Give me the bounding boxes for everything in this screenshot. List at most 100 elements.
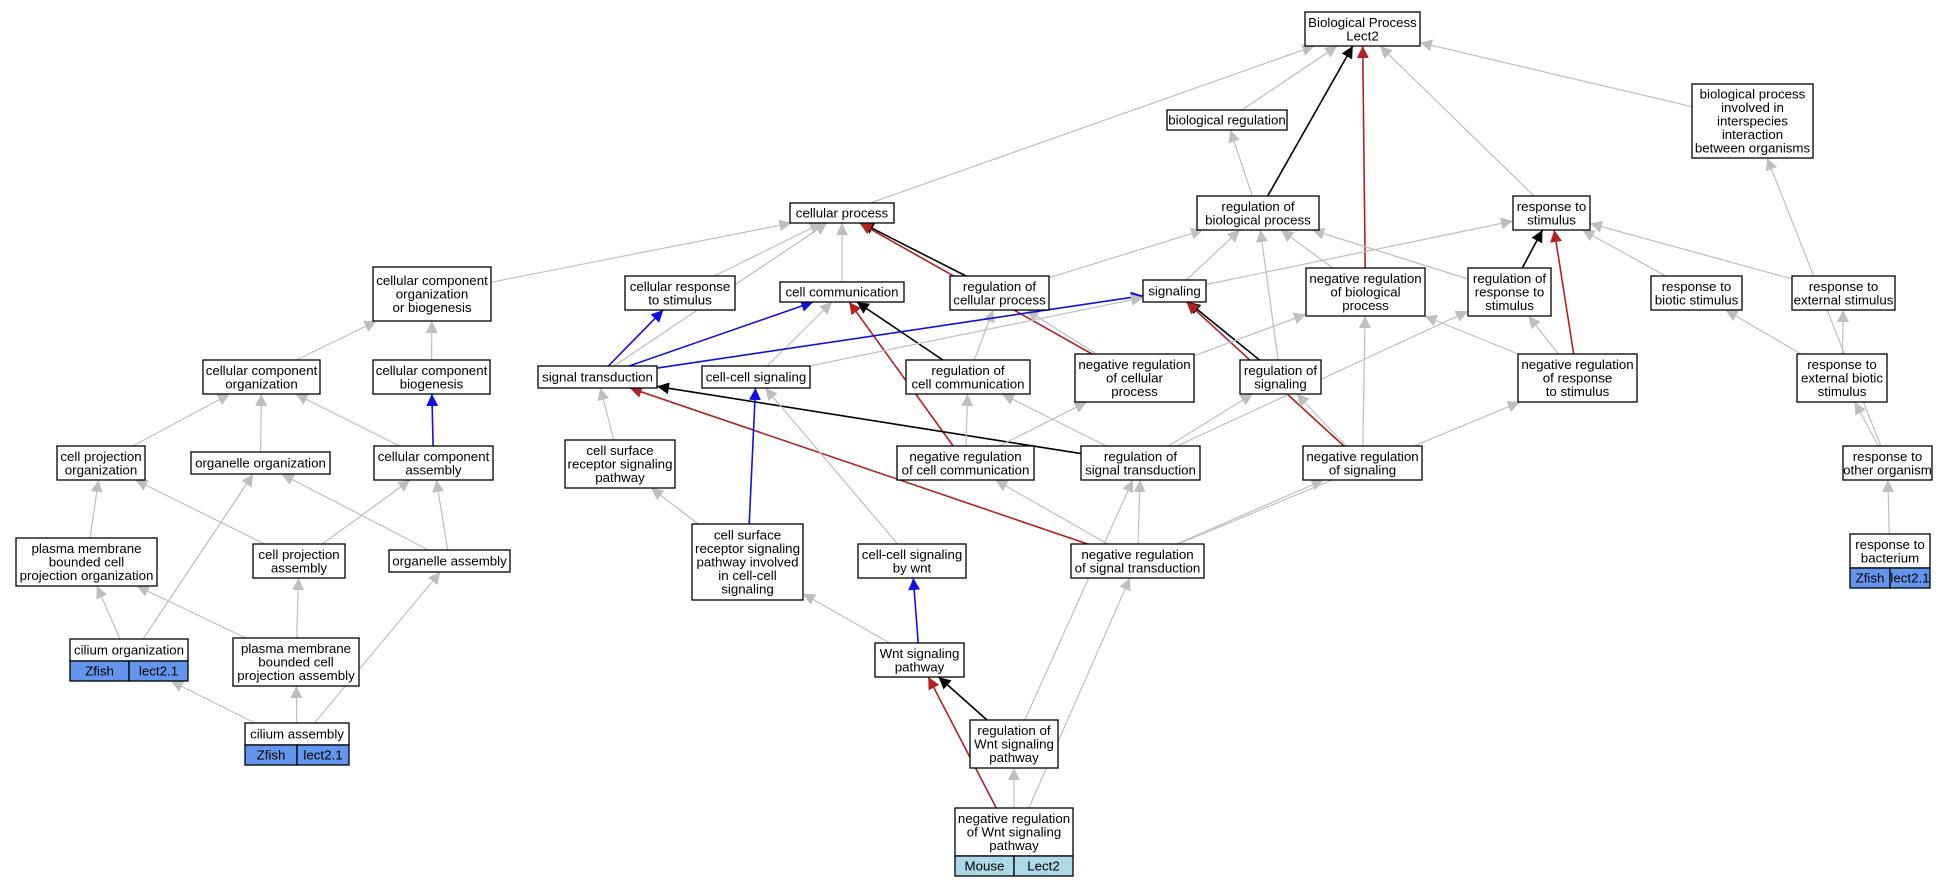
go-term-box: [1791, 275, 1896, 311]
go-term-box: [949, 275, 1050, 311]
go-term-label: of biological: [1330, 285, 1400, 300]
go-term-label: interaction: [1722, 127, 1783, 142]
go-term-label: cell surface: [714, 528, 781, 543]
relation-edge-black: [1521, 229, 1544, 269]
go-term-label: other organism: [1843, 462, 1932, 477]
go-term-label: receptor signaling: [568, 457, 673, 472]
go-term-label: plasma membrane: [241, 641, 351, 656]
go-term-label: bounded cell: [49, 555, 124, 570]
badge-label: Zfish: [1856, 571, 1885, 586]
go-term-label: response to: [1807, 357, 1876, 372]
go-term-node[interactable]: cell communication: [779, 281, 905, 303]
go-term-box: [779, 281, 905, 303]
go-term-box: [1517, 353, 1638, 403]
go-term-box: [1842, 445, 1933, 481]
relation-edge-gray: [973, 309, 995, 361]
go-term-box: [56, 445, 146, 481]
go-term-box: [624, 275, 736, 311]
badge-label: Mouse: [965, 859, 1005, 874]
go-term-label: by wnt: [893, 560, 932, 575]
go-term-node[interactable]: signaling: [1142, 279, 1207, 303]
go-term-node[interactable]: cell-cell signaling: [701, 365, 811, 389]
go-term-label: of Wnt signaling: [967, 825, 1062, 840]
relation-edge-blue: [426, 393, 439, 447]
go-term-box: [1166, 109, 1288, 131]
go-term-node[interactable]: cellular process: [789, 202, 895, 224]
badge-cell: [1013, 855, 1074, 877]
go-term-label: of response: [1543, 371, 1612, 386]
go-term-label: plasma membrane: [31, 541, 141, 556]
relation-edge-red: [629, 386, 1088, 545]
go-term-node[interactable]: organelle assembly: [388, 549, 511, 573]
go-term-node[interactable]: biological regulation: [1166, 109, 1288, 131]
badge-label: Lect2: [1027, 859, 1060, 874]
go-term-box: [691, 523, 804, 601]
species-gene-badge: lect2.1: [296, 744, 350, 766]
go-term-box: [372, 266, 492, 322]
go-term-box: [1070, 543, 1205, 579]
relation-edge-gray: [597, 387, 615, 441]
relation-edge-gray: [1255, 229, 1279, 361]
go-term-label: bounded cell: [258, 655, 333, 670]
go-term-label: cellular response: [630, 279, 731, 294]
go-term-label: process: [1342, 298, 1389, 313]
relation-edge-gray: [1241, 45, 1338, 111]
go-term-label: cellular component: [376, 273, 488, 288]
relation-edge-black: [1187, 301, 1261, 361]
go-term-node[interactable]: organelle organization: [190, 451, 331, 475]
relation-edge-gray: [1589, 220, 1793, 280]
relation-edge-gray: [1311, 227, 1469, 280]
go-term-box: [874, 642, 965, 678]
species-gene-badge: Zfish: [69, 660, 130, 682]
relation-edge-red: [1550, 229, 1575, 355]
go-term-box: [372, 359, 491, 395]
go-term-node[interactable]: signal transduction: [537, 365, 658, 389]
badge-label: lect2.1: [139, 664, 178, 679]
go-term-label: Lect2: [1346, 28, 1379, 43]
go-term-label: regulation of: [1104, 449, 1177, 464]
go-term-label: Biological Process: [1308, 15, 1417, 30]
go-term-label: receptor signaling: [695, 541, 800, 556]
go-term-label: cellular process: [796, 206, 889, 221]
relation-edge-gray: [650, 487, 699, 525]
relation-edge-gray: [809, 294, 1144, 367]
relation-edge-gray: [995, 479, 1108, 545]
